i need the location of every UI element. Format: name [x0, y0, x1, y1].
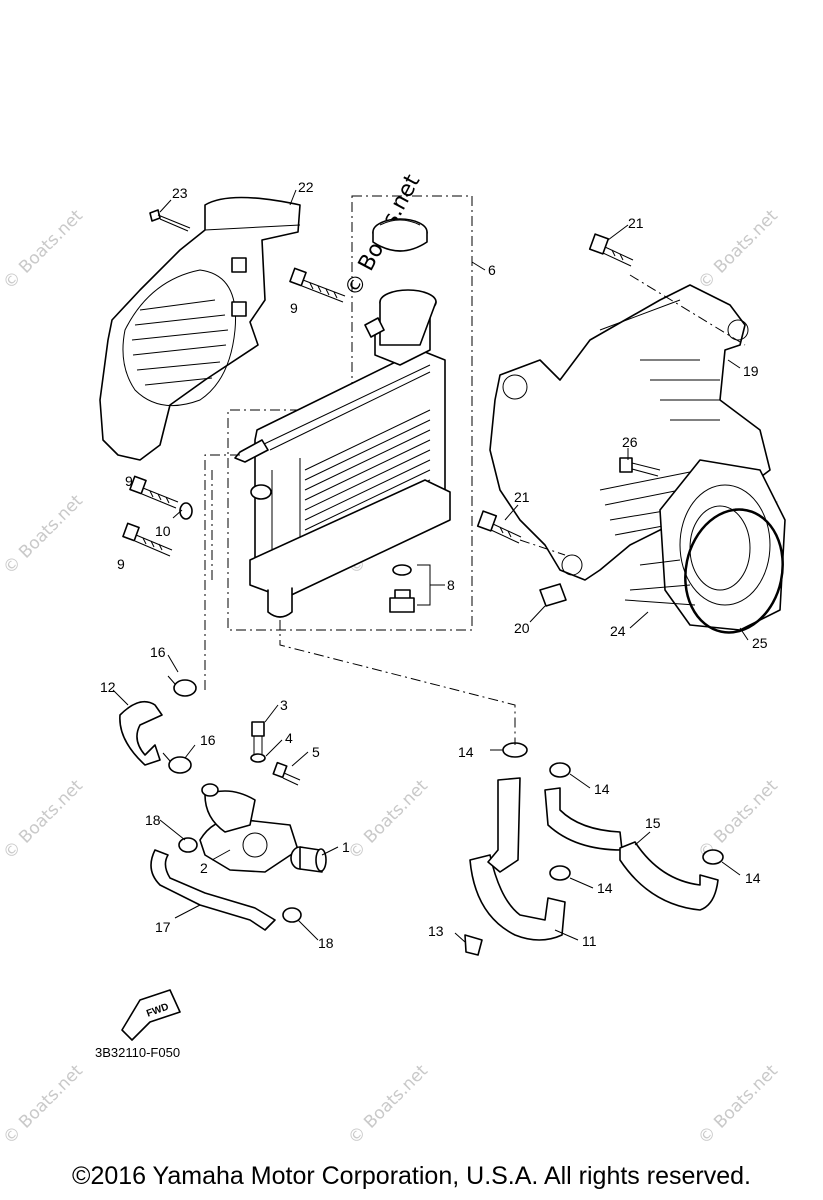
clamp-14: [702, 849, 724, 865]
radiator-cover: [99, 196, 301, 461]
callout-20: 20: [514, 620, 530, 636]
watermark: © Boats.net: [0, 776, 87, 864]
callout-9-middle: 9: [125, 473, 133, 489]
watermark: © Boats.net: [344, 1061, 432, 1149]
callout-21-upper: 21: [628, 215, 644, 231]
callout-24: 24: [610, 623, 626, 639]
thermostat: [290, 846, 327, 873]
small-clamp: [178, 837, 198, 853]
watermark: © Boats.net: [0, 491, 87, 579]
callout-15: 15: [645, 815, 661, 831]
callout-14-b: 14: [594, 781, 610, 797]
callout-16-upper: 16: [150, 644, 166, 660]
hose-clamp: [162, 752, 192, 774]
hose-right: [544, 787, 623, 851]
hose-lower-upper: [487, 777, 521, 873]
shroud-o-ring: [684, 508, 784, 634]
connection-line: [519, 539, 566, 556]
callout-3: 3: [280, 697, 288, 713]
housing-bolt-lower: [476, 510, 522, 544]
callout-18-upper: 18: [145, 812, 161, 828]
watermark: © Boats.net: [0, 206, 87, 294]
callout-2: 2: [200, 860, 208, 876]
clamp-14: [502, 742, 528, 758]
callout-18-lower: 18: [318, 935, 334, 951]
housing-screw: [251, 721, 265, 755]
housing-bolt-upper: [588, 233, 634, 267]
forward-direction-badge: FWD: [121, 989, 181, 1041]
callout-8: 8: [447, 577, 455, 593]
fan-housing: [489, 284, 771, 581]
callout-23: 23: [172, 185, 188, 201]
copyright-notice: ©2016 Yamaha Motor Corporation, U.S.A. A…: [72, 1162, 751, 1190]
thermostat-housing: [199, 783, 299, 873]
watermark: © Boats.net: [694, 1061, 782, 1149]
callout-14-d: 14: [597, 880, 613, 896]
callout-12: 12: [100, 679, 116, 695]
radiator-cap: [372, 218, 428, 252]
callout-25: 25: [752, 635, 768, 651]
radiator-bolt-middle: [129, 475, 179, 509]
callout-10: 10: [155, 523, 171, 539]
callout-9-upper: 9: [290, 300, 298, 316]
watermark: © Boats.net: [344, 776, 432, 864]
cover-screw: [149, 209, 191, 232]
washer: [179, 502, 193, 520]
callout-19: 19: [743, 363, 759, 379]
bypass-hose: [150, 849, 276, 931]
callout-labels: 23 22 6 21 9 19 26 9 21 10 9 8 20 24 25 …: [100, 179, 768, 951]
leader-lines: [112, 189, 749, 943]
callout-14-a: 14: [458, 744, 474, 760]
clamp-14: [549, 865, 571, 881]
callout-13: 13: [428, 923, 444, 939]
small-clamp: [282, 907, 302, 923]
hose-right-lower: [619, 841, 719, 911]
callout-16-lower: 16: [200, 732, 216, 748]
radiator-bolt-upper: [289, 267, 346, 303]
callout-22: 22: [298, 179, 314, 195]
housing-bolt-small: [272, 761, 301, 786]
clamp-14: [549, 762, 571, 778]
callout-21-lower: 21: [514, 489, 530, 505]
callout-1: 1: [342, 839, 350, 855]
callout-17: 17: [155, 919, 171, 935]
hose-clip: [464, 934, 483, 956]
callout-26: 26: [622, 434, 638, 450]
watermark: © Boats.net: [0, 1061, 87, 1149]
hose-lower: [469, 854, 566, 941]
connection-line: [204, 454, 240, 690]
drain-bolt: [389, 564, 415, 613]
connection-line: [629, 274, 746, 346]
hose-upper: [119, 700, 163, 766]
radiator: [234, 289, 451, 618]
connection-line: [279, 620, 516, 745]
small-washer: [250, 753, 266, 763]
callout-9-lower: 9: [117, 556, 125, 572]
hose-clamp: [167, 675, 197, 697]
radiator-bolt-lower: [122, 522, 173, 557]
grommet: [539, 583, 567, 607]
fan-shroud: [624, 459, 786, 631]
callout-6: 6: [488, 262, 496, 278]
housing-bolt: [619, 457, 661, 477]
drawing-code: 3B32110-F050: [95, 1045, 180, 1060]
callout-14-c: 14: [745, 870, 761, 886]
callout-11: 11: [582, 933, 597, 949]
callout-5: 5: [312, 744, 320, 760]
callout-4: 4: [285, 730, 293, 746]
watermark: © Boats.net: [694, 206, 782, 294]
